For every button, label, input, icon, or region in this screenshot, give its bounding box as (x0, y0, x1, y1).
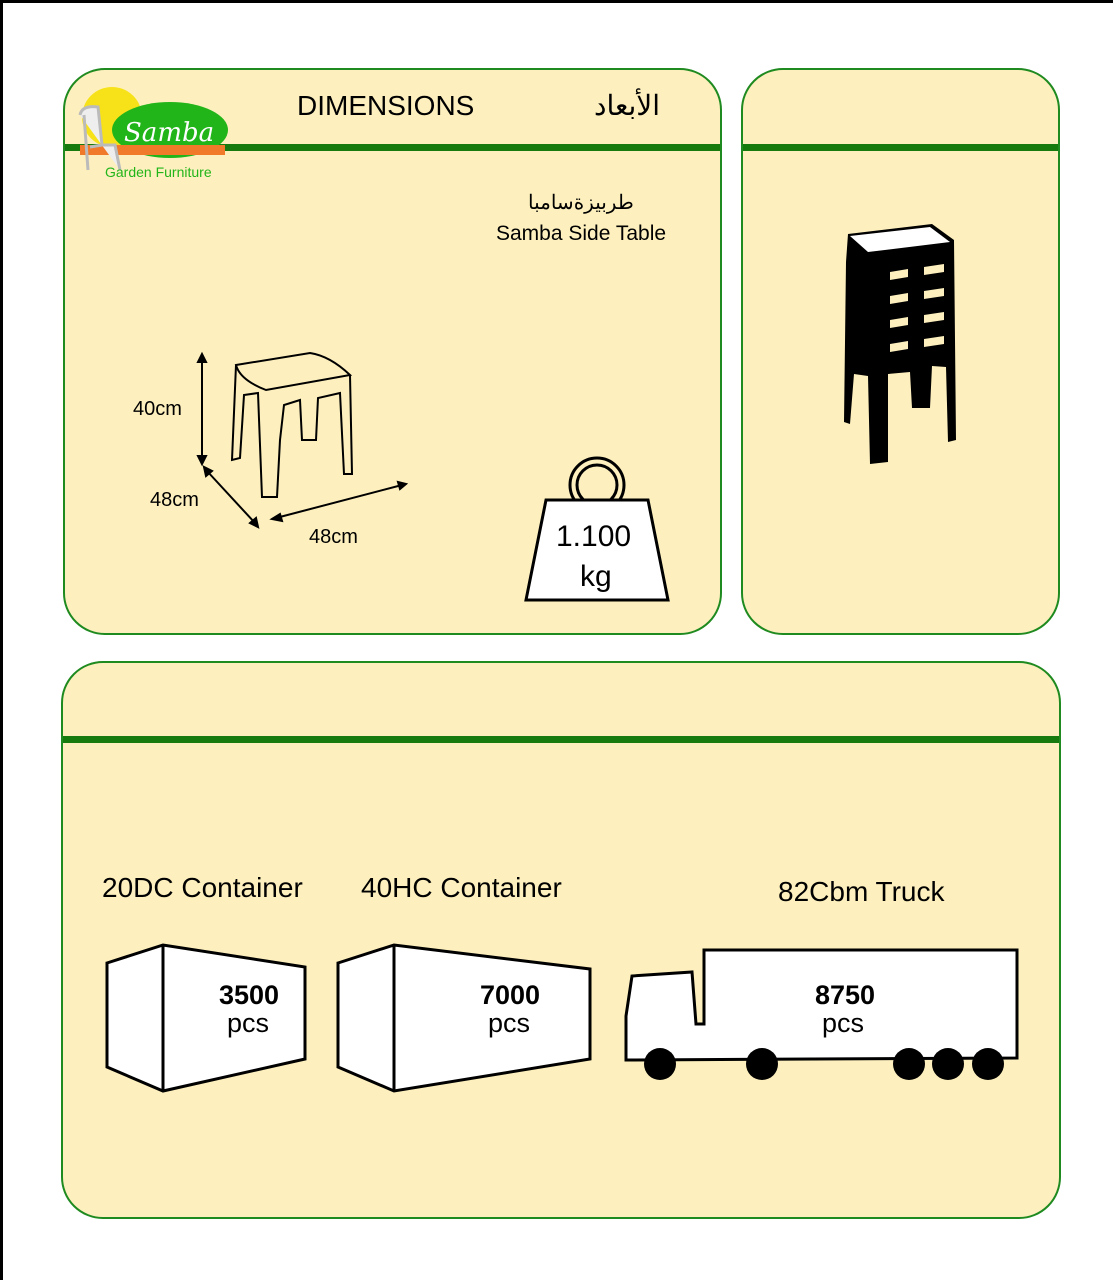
shipping-label: 82Cbm Truck (778, 876, 945, 907)
weight-value: 1.100 (556, 520, 632, 553)
container-40hc-icon (336, 943, 592, 1093)
header-bar (743, 144, 1058, 151)
shipping-qty: 8750 (815, 980, 876, 1010)
shipping-label: 40HC Container (361, 872, 562, 903)
weight-icon (524, 456, 670, 602)
shipping-label: 20DC Container (102, 872, 303, 903)
logo-graphic (78, 87, 228, 171)
width-label: 48cm (309, 526, 358, 548)
stacked-tables-illustration (844, 224, 956, 464)
shipping-qty: 7000 (480, 980, 541, 1010)
shipping-unit: pcs (488, 1008, 531, 1038)
product-name-en: Samba Side Table (496, 222, 667, 245)
weight-unit: kg (580, 560, 612, 593)
height-label: 40cm (133, 398, 182, 420)
logo-tagline: Garden Furniture (105, 164, 212, 180)
truck-icon (624, 948, 1019, 1080)
title-ar: الأبعاد (594, 90, 661, 121)
shipping-qty: 3500 (219, 980, 280, 1010)
title-en: DIMENSIONS (297, 90, 475, 121)
header-bar (65, 144, 720, 151)
header-bar (63, 736, 1059, 743)
depth-label: 48cm (150, 489, 199, 511)
shipping-unit: pcs (822, 1008, 865, 1038)
container-20dc-icon (105, 943, 307, 1093)
shipping-panel (61, 661, 1061, 1219)
logo-brand: Samba (124, 118, 215, 148)
shipping-unit: pcs (227, 1008, 270, 1038)
product-name-ar: طربيزةسامبا (528, 192, 634, 214)
